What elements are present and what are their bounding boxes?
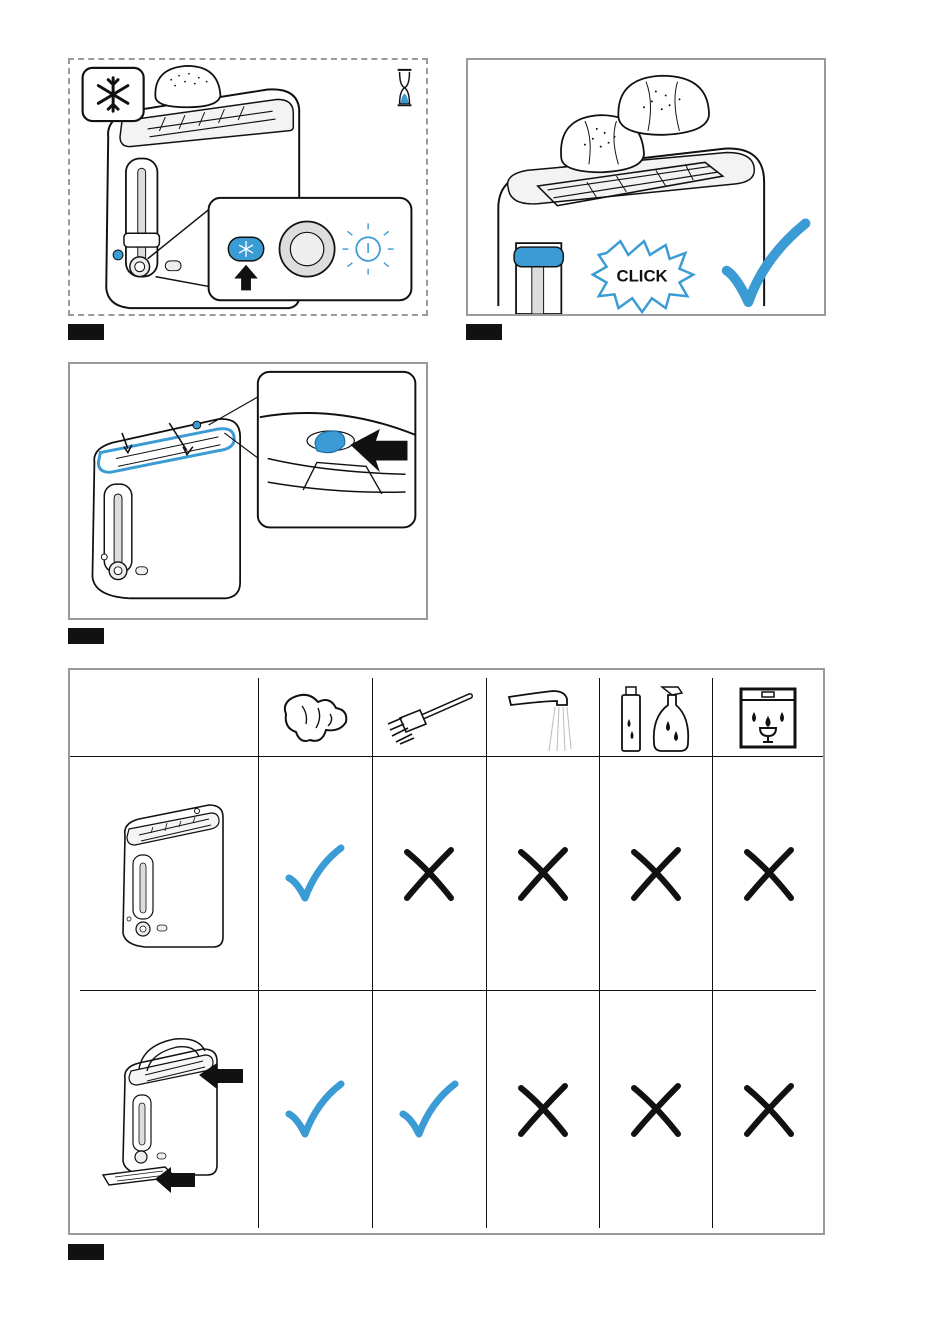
- figure-remove-rack: [68, 362, 428, 620]
- cleaning-table: [68, 668, 825, 1235]
- check-icon: [285, 844, 345, 904]
- method-header-cleaning-agents: [600, 680, 712, 756]
- not-allowed-cross-cell: [487, 758, 599, 990]
- method-header-dishwasher: [713, 680, 823, 756]
- defrost-mode-badge: [83, 68, 144, 121]
- cross-icon: [739, 1080, 799, 1140]
- cross-icon: [513, 1080, 573, 1140]
- not-allowed-cross-cell: [487, 992, 599, 1228]
- cleaning-agent-icon: [618, 683, 694, 753]
- check-icon: [399, 1080, 459, 1140]
- cross-icon: [399, 844, 459, 904]
- allowed-check-cell: [259, 758, 371, 990]
- remove-rack-illustration: [70, 364, 426, 618]
- lever-handle: [514, 247, 563, 267]
- not-allowed-cross-cell: [600, 758, 712, 990]
- bread-roll: [155, 66, 220, 107]
- brush-icon: [382, 688, 478, 748]
- water-tap-icon: [505, 683, 581, 753]
- not-allowed-cross-cell: [373, 758, 485, 990]
- check-icon: [285, 1080, 345, 1140]
- figure-bun-warmer: CLICK: [466, 58, 826, 316]
- not-allowed-cross-cell: [600, 992, 712, 1228]
- click-label: CLICK: [617, 267, 668, 286]
- hourglass-icon: [398, 70, 412, 105]
- step-marker-2: [466, 324, 502, 340]
- figure-defrost: [68, 58, 428, 316]
- release-tab: [315, 431, 345, 453]
- method-header-brush: [373, 680, 486, 756]
- method-header-cloth: [259, 680, 372, 756]
- bread-roll: [618, 76, 709, 135]
- not-allowed-cross-cell: [713, 758, 825, 990]
- row-item-toaster: [90, 780, 250, 970]
- cross-icon: [626, 844, 686, 904]
- allowed-check-cell: [259, 992, 371, 1228]
- step-marker-4: [68, 1244, 104, 1260]
- cross-icon: [626, 1080, 686, 1140]
- allowed-check-cell: [373, 992, 485, 1228]
- step-marker-3: [68, 628, 104, 644]
- method-header-tap: [487, 680, 599, 756]
- cross-icon: [513, 844, 573, 904]
- toaster-removable-parts-icon: [95, 1025, 245, 1195]
- dishwasher-icon: [738, 686, 798, 750]
- step-marker-1: [68, 324, 104, 340]
- cross-icon: [739, 844, 799, 904]
- damp-cloth-icon: [278, 688, 354, 748]
- defrost-illustration: [70, 60, 426, 314]
- row-item-removable-parts: [90, 1010, 250, 1210]
- toaster-icon: [105, 795, 235, 955]
- not-allowed-cross-cell: [713, 992, 825, 1228]
- bun-warmer-illustration: CLICK: [468, 60, 824, 314]
